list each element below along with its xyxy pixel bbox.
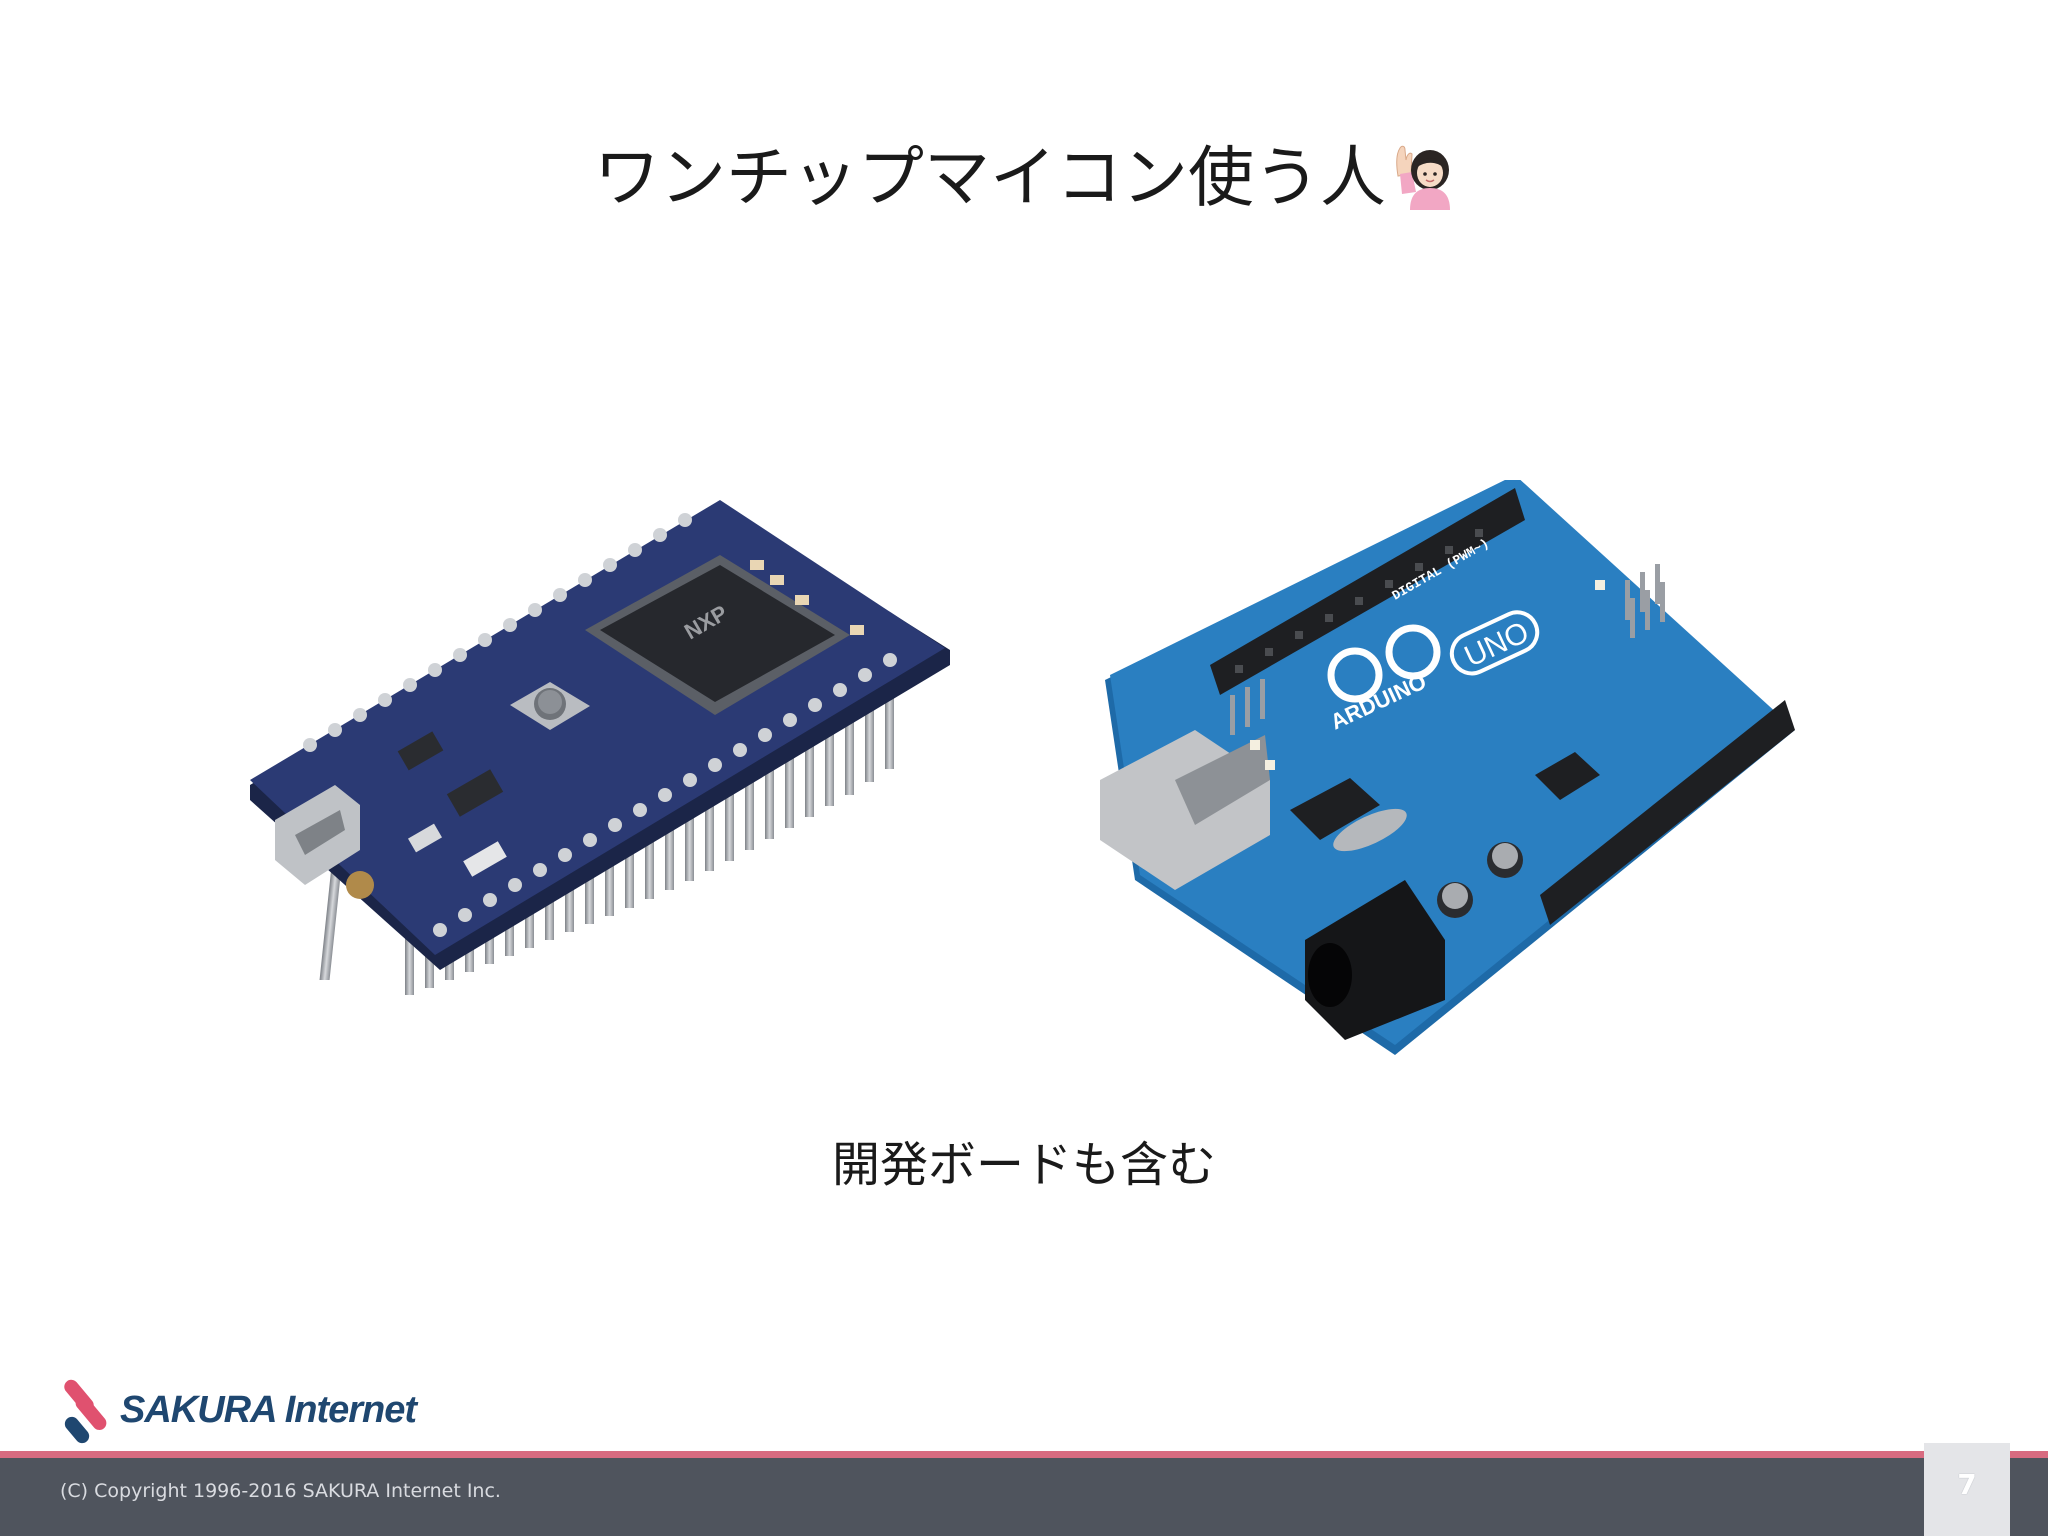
copyright-text: (C) Copyright 1996-2016 SAKURA Internet … [60,1480,501,1502]
footer-bar [0,1458,2048,1536]
slide-caption: 開発ボードも含む [831,1137,1216,1193]
sakura-mark-icon [64,1379,107,1444]
sakura-internet-logo: SAKURA Internet [62,1375,417,1447]
slide-title: ワンチップマイコン使う人 [0,138,2048,218]
arduino-uno-photo: ARDUINO UNO DIGITAL (PWM~) [1095,475,1795,1060]
page-number: 7 [1924,1443,2010,1536]
footer-accent-line [0,1451,2048,1458]
raising-hand-woman-icon [1390,140,1454,210]
slide-title-text: ワンチップマイコン使う人 [594,139,1386,216]
mbed-board-photo: NXP [250,500,950,1040]
logo-text: SAKURA Internet [120,1389,417,1431]
